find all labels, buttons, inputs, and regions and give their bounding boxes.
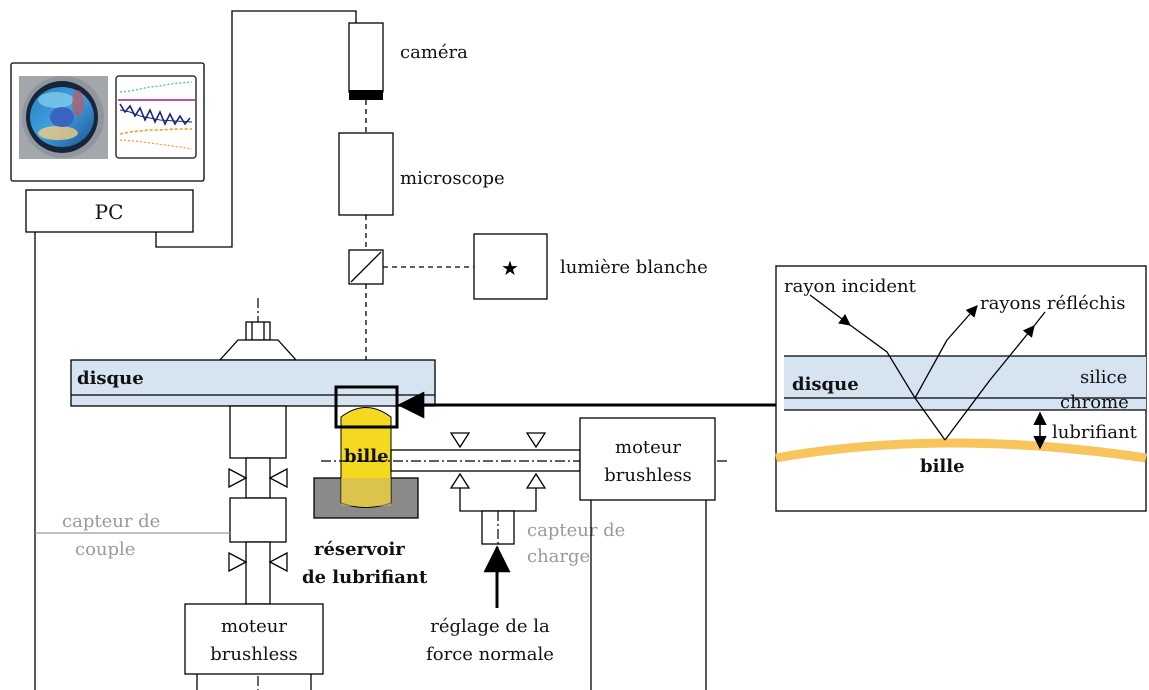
inset-ball-label: bille bbox=[920, 456, 965, 477]
lubricant-label: lubrifiant bbox=[1052, 422, 1138, 443]
shaft-block-top bbox=[230, 406, 286, 458]
shaft-coupling-1 bbox=[246, 458, 270, 498]
camera-label: caméra bbox=[400, 42, 468, 63]
nut bbox=[246, 322, 270, 340]
star-icon: ★ bbox=[501, 256, 519, 280]
signal-graph bbox=[116, 76, 196, 158]
camera-box bbox=[349, 23, 383, 92]
motor-left-label-1: moteur bbox=[221, 616, 287, 637]
microscope-box bbox=[339, 133, 393, 215]
silica-label: silice bbox=[1080, 367, 1127, 388]
microscope-label: microscope bbox=[400, 168, 505, 189]
pc-label: PC bbox=[95, 200, 124, 224]
ball-label: bille bbox=[344, 446, 389, 467]
shaft-coupling-2 bbox=[246, 542, 270, 604]
force-label-1: réglage de la bbox=[430, 616, 550, 637]
contact-inset: disque silice chrome bille lubrifiant ra… bbox=[776, 266, 1146, 511]
torque-sensor-label-2: couple bbox=[75, 539, 135, 560]
motor-right-label-1: moteur bbox=[615, 437, 681, 458]
inset-disc-label: disque bbox=[792, 374, 859, 395]
camera-lens-band bbox=[349, 90, 383, 100]
torque-sensor-label-1: capteur de bbox=[62, 511, 160, 532]
force-label-2: force normale bbox=[426, 644, 554, 665]
reservoir-label-1: réservoir bbox=[314, 539, 405, 560]
incident-ray-label: rayon incident bbox=[784, 276, 917, 297]
pc-monitor bbox=[11, 63, 204, 181]
reservoir-label-2: de lubrifiant bbox=[302, 567, 428, 588]
white-light-label: lumière blanche bbox=[560, 257, 708, 278]
disc-label: disque bbox=[77, 368, 144, 389]
reflected-rays-label: rayons réfléchis bbox=[980, 293, 1125, 314]
load-sensor-label-1: capteur de bbox=[527, 520, 625, 541]
motor-right-label-2: brushless bbox=[604, 465, 691, 486]
motor-left-label-2: brushless bbox=[210, 644, 297, 665]
torque-sensor-block bbox=[230, 498, 286, 542]
motor-right bbox=[580, 418, 715, 500]
load-sensor-label-2: charge bbox=[527, 546, 590, 567]
disc-hub bbox=[220, 340, 296, 360]
chrome-label: chrome bbox=[1060, 392, 1129, 413]
